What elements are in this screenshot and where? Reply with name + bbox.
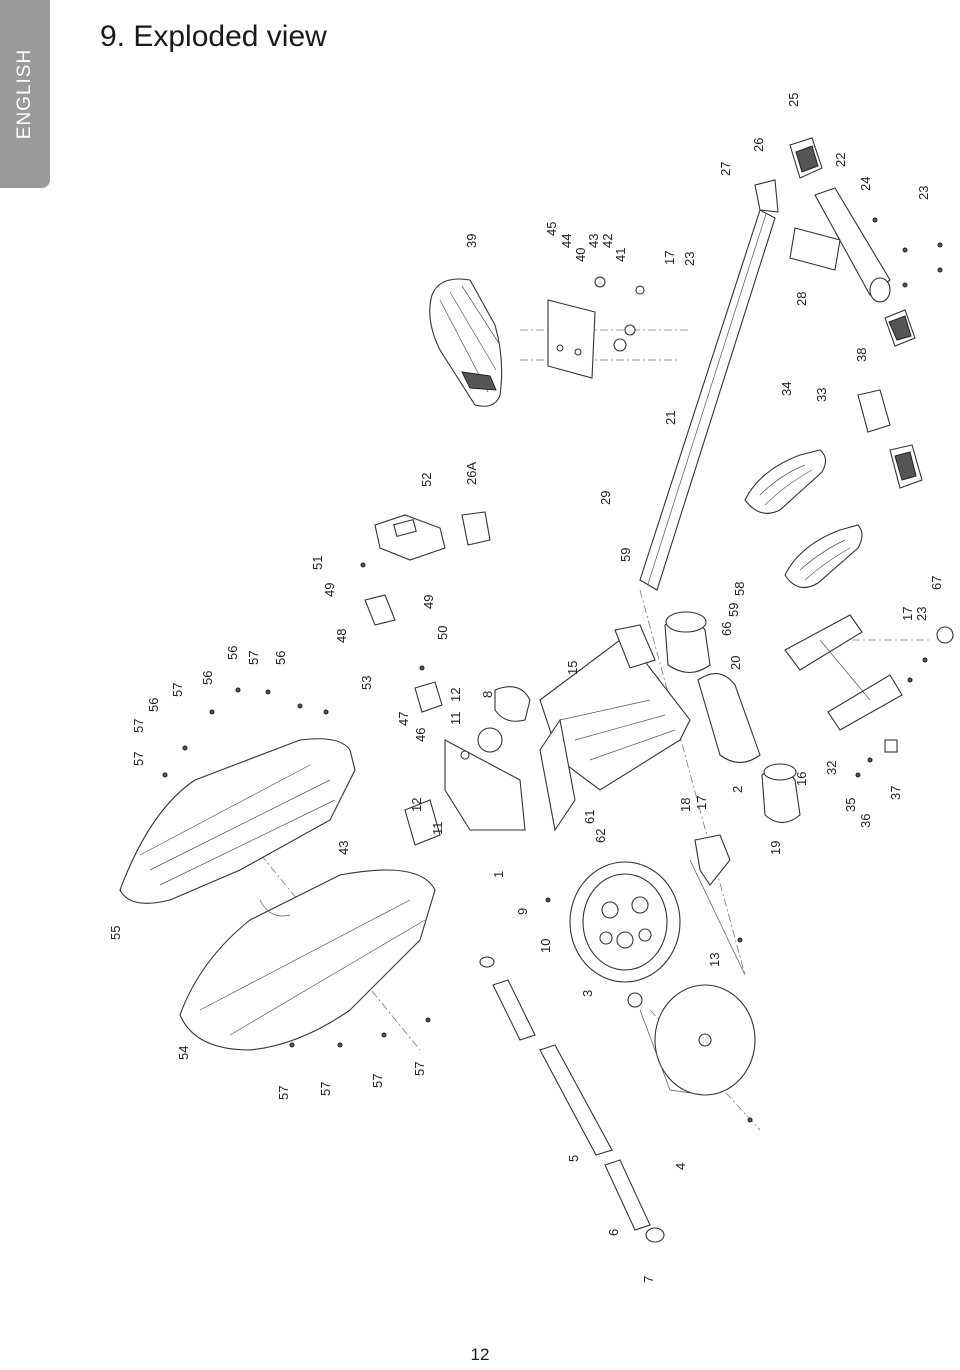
callout-label: 17: [662, 251, 677, 265]
callout-label: 19: [768, 841, 783, 855]
callout-label: 48: [334, 629, 349, 643]
callout-label: 53: [359, 676, 374, 690]
callout-label: 15: [565, 661, 580, 675]
callout-label: 59: [726, 603, 741, 617]
callout-labels: 1 2 3 4 5 6 7 8 9 10 11 11 12 12 13 15 1…: [108, 93, 944, 1283]
callout-label: 8: [480, 691, 495, 698]
callout-label: 11: [448, 712, 463, 726]
callout-label: 23: [682, 252, 697, 266]
callout-label: 42: [600, 234, 615, 248]
callout-label: 21: [663, 411, 678, 425]
callout-label: 34: [779, 382, 794, 396]
callout-label: 25: [786, 93, 801, 107]
callout-label: 23: [914, 607, 929, 621]
callout-label: 44: [559, 234, 574, 248]
callout-label: 57: [412, 1062, 427, 1076]
callout-label: 41: [613, 248, 628, 262]
callout-label: 57: [318, 1082, 333, 1096]
callout-label: 24: [858, 177, 873, 191]
callout-label: 20: [728, 656, 743, 670]
callout-label: 6: [606, 1229, 621, 1236]
callout-label: 7: [641, 1276, 656, 1283]
callout-label: 55: [108, 926, 123, 940]
callout-label: 47: [396, 712, 411, 726]
callout-label: 22: [833, 153, 848, 167]
callout-label: 39: [464, 234, 479, 248]
callout-label: 33: [814, 388, 829, 402]
callout-label: 3: [580, 990, 595, 997]
callout-label: 59: [618, 548, 633, 562]
callout-label: 56: [273, 651, 288, 665]
callout-label: 26: [751, 138, 766, 152]
callout-label: 26A: [464, 462, 479, 485]
callout-label: 23: [916, 186, 931, 200]
callout-label: 37: [888, 786, 903, 800]
callout-label: 16: [794, 772, 809, 786]
callout-label: 52: [419, 473, 434, 487]
callout-label: 49: [421, 595, 436, 609]
callout-label: 46: [413, 728, 428, 742]
callout-label: 57: [370, 1074, 385, 1088]
callout-label: 11: [430, 822, 445, 836]
callout-label: 58: [732, 582, 747, 596]
page-number: 12: [470, 1345, 490, 1364]
callout-label: 29: [598, 491, 613, 505]
callout-label: 56: [225, 646, 240, 660]
language-tab: ENGLISH: [0, 0, 50, 188]
callout-label: 17: [900, 607, 915, 621]
callout-label: 57: [170, 683, 185, 697]
callout-label: 12: [409, 798, 424, 812]
callout-label: 57: [246, 651, 261, 665]
callout-label: 61: [582, 810, 597, 824]
callout-label: 45: [544, 222, 559, 236]
callout-label: 28: [794, 292, 809, 306]
callout-label: 18: [678, 798, 693, 812]
callout-label: 27: [718, 162, 733, 176]
callout-label: 49: [322, 583, 337, 597]
callout-label: 4: [673, 1163, 688, 1170]
callout-label: 66: [719, 622, 734, 636]
callout-label: 57: [276, 1086, 291, 1100]
callout-label: 54: [176, 1046, 191, 1060]
callout-label: 57: [131, 752, 146, 766]
callout-label: 43: [336, 841, 351, 855]
callout-label: 9: [515, 908, 530, 915]
callout-label: 12: [448, 688, 463, 702]
callout-label: 13: [707, 953, 722, 967]
callout-label: 1: [491, 871, 506, 878]
callout-label: 56: [200, 671, 215, 685]
callout-label: 50: [435, 626, 450, 640]
callout-label: 5: [566, 1155, 581, 1162]
callout-label: 17: [694, 796, 709, 810]
callout-label: 10: [538, 939, 553, 953]
callout-label: 2: [730, 786, 745, 793]
callout-label: 40: [573, 248, 588, 262]
callout-label: 62: [593, 829, 608, 843]
callout-label: 36: [858, 814, 873, 828]
callout-label: 57: [131, 719, 146, 733]
callout-label: 43: [586, 234, 601, 248]
callout-label: 56: [146, 698, 161, 712]
callout-label: 67: [929, 576, 944, 590]
callout-label: 38: [854, 348, 869, 362]
callout-label: 32: [824, 761, 839, 775]
page-title: 9. Exploded view: [100, 20, 327, 53]
callout-label: 35: [843, 798, 858, 812]
callout-label: 51: [310, 556, 325, 570]
